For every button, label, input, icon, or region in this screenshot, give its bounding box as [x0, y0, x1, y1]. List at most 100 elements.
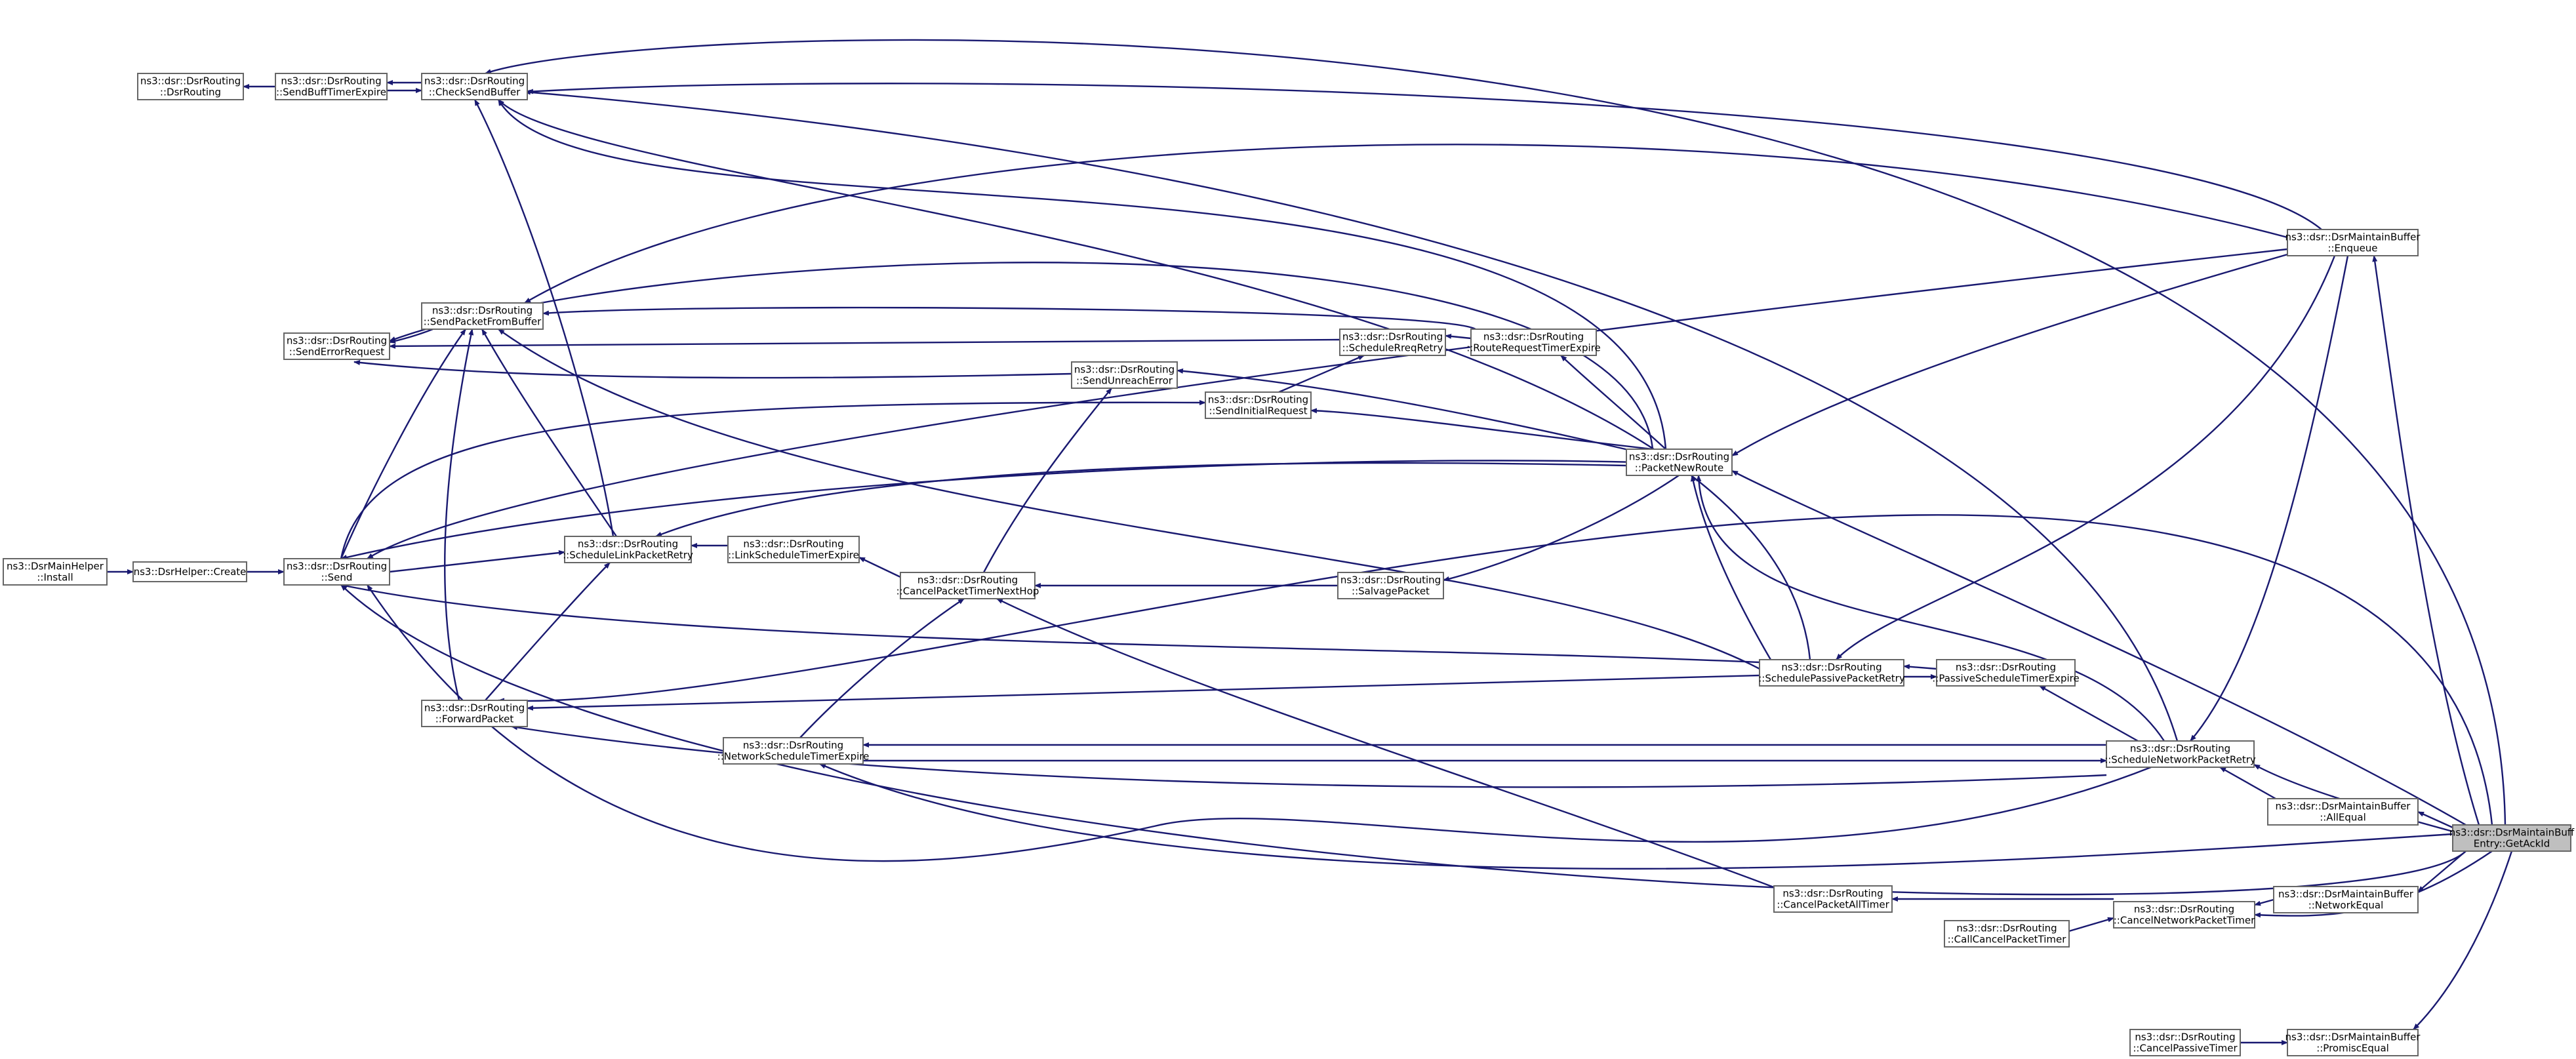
node-label: ns3::dsr::DsrMaintainBuffer	[2278, 889, 2414, 900]
node-schedule-network-packet-retry[interactable]: ns3::dsr::DsrRouting::ScheduleNetworkPac…	[2104, 740, 2256, 768]
edge-send-packet-from-buffer-to-send-error-request	[389, 328, 433, 344]
edge-schedule-network-packet-retry-to-send	[367, 584, 2152, 862]
node-schedule-link-packet-retry[interactable]: ns3::dsr::DsrRouting::ScheduleLinkPacket…	[563, 536, 693, 563]
node-label: ::SendBuffTimerExpire	[276, 87, 386, 98]
node-label: ns3::dsr::DsrRouting	[281, 75, 381, 87]
edge-schedule-passive-packet-retry-to-send	[340, 583, 1760, 664]
node-box	[900, 572, 1036, 599]
edge-get-ack-id-to-maintain-buffer-promisc-equal	[2413, 850, 2513, 1030]
node-send[interactable]: ns3::dsr::DsrRouting::Send	[283, 558, 390, 586]
node-packet-new-route[interactable]: ns3::dsr::DsrRouting::PacketNewRoute	[1626, 449, 1733, 476]
node-maintain-buffer-network-equal[interactable]: ns3::dsr::DsrMaintainBuffer::NetworkEqua…	[2273, 886, 2419, 913]
edge-maintain-buffer-all-equal-to-schedule-network-packet-retry	[2219, 766, 2276, 800]
node-box	[2287, 229, 2419, 256]
node-box	[2287, 1029, 2419, 1056]
edge-route-request-timer-expire-to-send-packet-from-buffer	[542, 306, 1476, 330]
node-maintain-buffer-promisc-equal[interactable]: ns3::dsr::DsrMaintainBuffer::PromiscEqua…	[2285, 1029, 2421, 1056]
node-box	[2452, 824, 2571, 852]
node-passive-schedule-timer-expire[interactable]: ns3::dsr::DsrRouting::PassiveScheduleTim…	[1932, 659, 2080, 687]
node-label: ns3::dsr::DsrMaintainBuffer	[2276, 801, 2411, 812]
node-label: ns3::dsr::DsrRouting	[1956, 923, 2057, 934]
node-box	[1470, 329, 1597, 356]
edge-get-ack-id-to-check-send-buffer	[485, 39, 2506, 826]
node-schedule-passive-packet-retry[interactable]: ns3::dsr::DsrRouting::SchedulePassivePac…	[1758, 659, 1905, 687]
edge-passive-schedule-timer-expire-to-schedule-passive-packet-retry	[1903, 664, 1937, 670]
edge-cancel-packet-all-timer-to-cancel-packet-timer-next-hop	[996, 597, 1778, 890]
edge-packet-new-route-to-send-unreach-error	[1177, 368, 1640, 454]
node-cancel-packet-timer-next-hop[interactable]: ns3::dsr::DsrRouting::CancelPacketTimerN…	[896, 572, 1039, 599]
node-label: ::Install	[37, 572, 73, 584]
node-link-schedule-timer-expire[interactable]: ns3::dsr::DsrRouting::LinkScheduleTimerE…	[727, 536, 860, 563]
node-cancel-network-packet-timer[interactable]: ns3::dsr::DsrRouting::CancelNetworkPacke…	[2113, 901, 2255, 929]
edge-send-initial-request-to-schedule-rreq-retry	[1278, 354, 1365, 393]
node-label: ::Enqueue	[2327, 243, 2377, 254]
edge-send-to-send-packet-from-buffer	[340, 329, 466, 559]
node-maintain-buffer-all-equal[interactable]: ns3::dsr::DsrMaintainBuffer::AllEqual	[2267, 798, 2419, 826]
node-box	[275, 73, 388, 100]
node-label: ::LinkScheduleTimerExpire	[728, 549, 859, 561]
node-label: ::PacketNewRoute	[1635, 462, 1723, 474]
node-label: ::CancelPacketTimerNextHop	[896, 586, 1039, 597]
node-cancel-packet-all-timer[interactable]: ns3::dsr::DsrRouting::CancelPacketAllTim…	[1773, 885, 1893, 913]
node-box	[132, 561, 247, 582]
node-dsr-helper-create[interactable]: ns3::DsrHelper::Create	[132, 561, 247, 582]
node-label: ::AllEqual	[2320, 812, 2366, 824]
node-forward-packet[interactable]: ns3::dsr::DsrRouting::ForwardPacket	[421, 700, 528, 727]
edge-forward-packet-to-send-packet-from-buffer	[444, 329, 474, 701]
node-label: ns3::dsr::DsrRouting	[1074, 364, 1175, 376]
node-send-buff-timer-expire[interactable]: ns3::dsr::DsrRouting::SendBuffTimerExpir…	[275, 73, 388, 100]
node-box	[1936, 659, 2076, 687]
node-box	[1339, 329, 1446, 356]
edge-cancel-packet-timer-next-hop-to-link-schedule-timer-expire	[858, 556, 901, 578]
node-maintain-buffer-enqueue[interactable]: ns3::dsr::DsrMaintainBuffer::Enqueue	[2285, 229, 2421, 256]
edge-get-ack-id-to-maintain-buffer-all-equal	[2417, 810, 2453, 829]
edge-schedule-passive-packet-retry-to-send-packet-from-buffer	[498, 329, 1760, 670]
edge-cancel-packet-timer-next-hop-to-send-unreach-error	[982, 388, 1112, 573]
node-salvage-packet[interactable]: ns3::dsr::DsrRouting::SalvagePacket	[1337, 572, 1444, 599]
node-send-unreach-error[interactable]: ns3::dsr::DsrRouting::SendUnreachError	[1071, 361, 1178, 389]
node-box	[1944, 920, 2070, 948]
edge-get-ack-id-to-forward-packet	[498, 514, 2493, 826]
node-send-initial-request[interactable]: ns3::dsr::DsrRouting::SendInitialRequest	[1205, 391, 1312, 419]
node-label: ns3::dsr::DsrRouting	[1956, 662, 2056, 673]
node-call-cancel-packet-timer[interactable]: ns3::dsr::DsrRouting::CallCancelPacketTi…	[1944, 920, 2070, 948]
node-dsr-main-helper-install[interactable]: ns3::DsrMainHelper::Install	[3, 558, 108, 586]
node-label: ns3::dsr::DsrRouting	[1342, 331, 1443, 343]
node-network-schedule-timer-expire[interactable]: ns3::dsr::DsrRouting::NetworkScheduleTim…	[717, 737, 870, 765]
node-label: ::NetworkEqual	[2308, 900, 2384, 911]
node-check-send-buffer[interactable]: ns3::dsr::DsrRouting::CheckSendBuffer	[421, 73, 528, 100]
node-cancel-passive-timer[interactable]: ns3::dsr::DsrRouting::CancelPassiveTimer	[2129, 1029, 2241, 1056]
node-label: ns3::dsr::DsrMaintainBuffer	[2285, 1031, 2421, 1043]
edge-packet-new-route-to-salvage-packet	[1443, 475, 1680, 582]
node-box	[1626, 449, 1733, 476]
edge-schedule-link-packet-retry-to-send-packet-from-buffer	[481, 329, 617, 537]
graph-nodes: ns3::dsr::DsrRouting::DsrRoutingns3::dsr…	[3, 73, 2575, 1056]
node-label: ::CancelPacketAllTimer	[1777, 899, 1889, 911]
node-label: ns3::dsr::DsrRouting	[1340, 574, 1441, 586]
edge-maintain-buffer-enqueue-to-check-send-buffer	[527, 83, 2322, 230]
node-label: ns3::DsrHelper::Create	[134, 566, 247, 578]
node-label: ns3::DsrMainHelper	[7, 561, 104, 572]
node-box	[3, 558, 108, 586]
node-send-packet-from-buffer[interactable]: ns3::dsr::DsrRouting::SendPacketFromBuff…	[421, 302, 544, 330]
node-label: ns3::dsr::DsrRouting	[424, 75, 525, 87]
edge-send-to-schedule-link-packet-retry	[389, 550, 565, 573]
edge-get-ack-id-to-maintain-buffer-enqueue	[2372, 255, 2480, 826]
node-dsr-routing-ctor[interactable]: ns3::dsr::DsrRouting::DsrRouting	[137, 73, 244, 100]
node-label: ::DsrRouting	[160, 87, 221, 98]
node-label: ::SendPacketFromBuffer	[424, 316, 542, 328]
edge-get-ack-id-to-packet-new-route	[1731, 470, 2466, 826]
node-route-request-timer-expire[interactable]: ns3::dsr::DsrRouting::RouteRequestTimerE…	[1466, 329, 1601, 356]
edge-forward-packet-to-schedule-link-packet-retry	[485, 562, 611, 701]
edge-route-request-timer-expire-to-schedule-rreq-retry	[1445, 333, 1472, 340]
node-label: ::PromiscEqual	[2316, 1043, 2389, 1054]
node-schedule-rreq-retry[interactable]: ns3::dsr::DsrRouting::ScheduleRreqRetry	[1339, 329, 1446, 356]
edge-schedule-network-packet-retry-to-check-send-buffer	[524, 89, 2179, 742]
node-send-error-request[interactable]: ns3::dsr::DsrRouting::SendErrorRequest	[283, 332, 390, 360]
node-label: ::SalvagePacket	[1352, 586, 1430, 597]
node-box	[421, 302, 544, 330]
node-box	[1205, 391, 1312, 419]
node-label: Entry::GetAckId	[2474, 838, 2550, 850]
edge-schedule-passive-packet-retry-to-check-send-buffer	[498, 99, 1811, 660]
